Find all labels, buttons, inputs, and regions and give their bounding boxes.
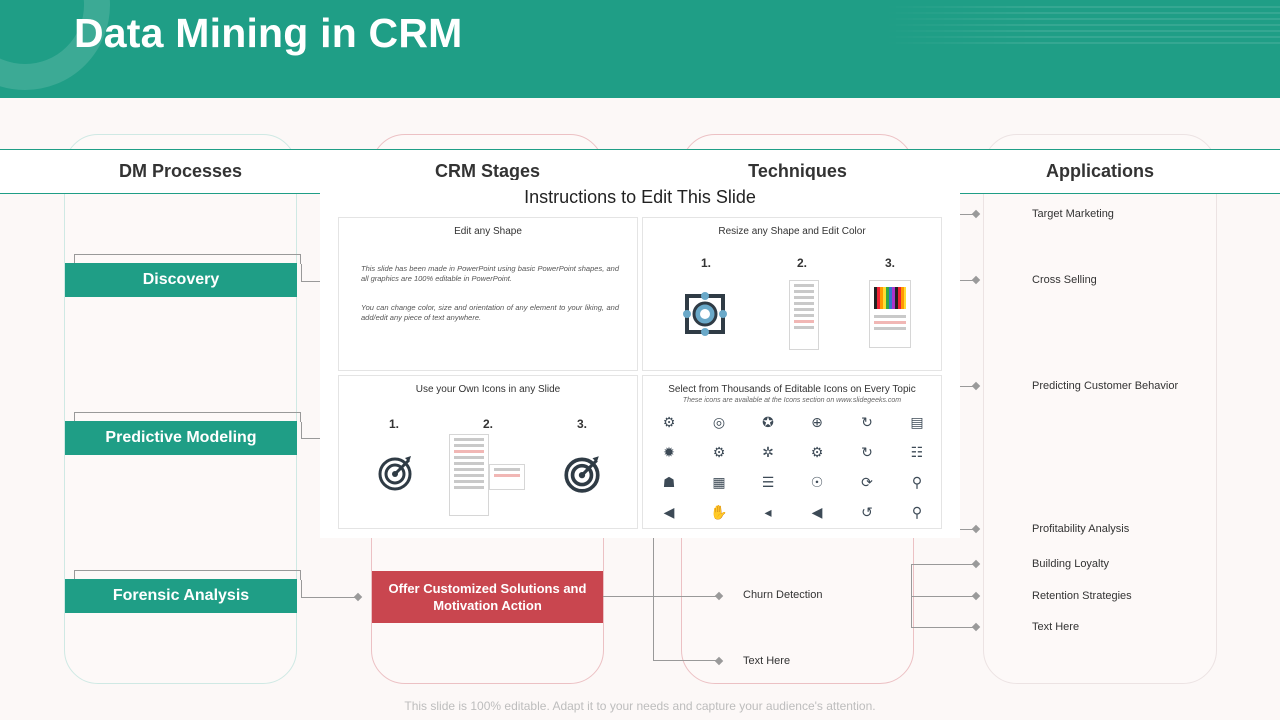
connector-diamond	[971, 381, 981, 391]
color-palette-thumbnail	[869, 280, 911, 348]
target-icon	[378, 456, 412, 491]
connector-line	[653, 660, 717, 661]
connector-line	[301, 281, 320, 282]
refresh-icon: ↻	[861, 414, 873, 430]
connector-line	[911, 596, 974, 597]
target-icon	[564, 456, 600, 493]
column-panel-applications	[983, 134, 1217, 684]
instruction-cell-title: Edit any Shape	[454, 226, 522, 237]
application-label-text-here: Text Here	[1032, 621, 1080, 633]
slide-title: Data Mining in CRM	[74, 10, 463, 56]
step-number: 3.	[577, 417, 588, 431]
step-number: 1.	[701, 256, 712, 270]
connector-line	[911, 627, 974, 628]
submenu-thumbnail	[489, 464, 525, 490]
connector-line	[911, 564, 974, 565]
process-box-forensic-analysis[interactable]: Forensic Analysis	[65, 579, 297, 613]
step-number: 2.	[483, 417, 494, 431]
search-icon: ⚲	[911, 474, 923, 490]
header-band: Data Mining in CRM	[0, 0, 1280, 98]
connector-line	[960, 214, 974, 215]
megaphone-icon: ◂	[764, 504, 772, 520]
technique-label-text-here: Text Here	[743, 655, 791, 667]
instruction-cell-subtitle: These icons are available at the Icons s…	[682, 397, 902, 404]
process-bracket	[74, 570, 301, 580]
connector-diamond	[971, 209, 981, 219]
announcement-icon: ◀	[811, 504, 823, 520]
instruction-cell-editable-icons: Select from Thousands of Editable Icons …	[642, 375, 942, 529]
instruction-cell-text: You can change color, size and orientati…	[361, 303, 619, 322]
connector-line	[960, 386, 974, 387]
process-bracket	[74, 412, 301, 422]
instruction-cell-title: Resize any Shape and Edit Color	[718, 226, 866, 237]
step-number: 3.	[885, 256, 896, 270]
overlay-title: Instructions to Edit This Slide	[524, 187, 756, 207]
instruction-cell-title: Select from Thousands of Editable Icons …	[668, 384, 916, 395]
header-stripes-decoration	[880, 6, 1280, 46]
connector-diamond	[971, 559, 981, 569]
instruction-cell-resize-shape: Resize any Shape and Edit Color 1. 2. 3.	[642, 217, 942, 371]
process-box-discovery[interactable]: Discovery	[65, 263, 297, 297]
people-icon: ☰	[761, 474, 775, 490]
gear-icon: ⚙	[662, 414, 676, 430]
instruction-cell-edit-shape: Edit any Shape This slide has been made …	[338, 217, 638, 371]
instruction-cell-text: This slide has been made in PowerPoint u…	[361, 264, 619, 283]
instruction-cell-own-icons: Use your Own Icons in any Slide 1. 2. 3.	[338, 375, 638, 529]
technique-label-churn-detection: Churn Detection	[743, 589, 823, 601]
cog-icon: ✲	[762, 444, 774, 460]
connector-diamond	[971, 275, 981, 285]
connector-line	[301, 264, 302, 282]
user-gear-icon: ☉	[810, 474, 824, 490]
connector-line	[301, 597, 357, 598]
connector-diamond	[353, 592, 363, 602]
target-icon: ◎	[712, 414, 726, 430]
application-label-cross-selling: Cross Selling	[1032, 274, 1097, 286]
megaphone-icon: ◀	[663, 504, 675, 520]
application-label-profitability-analysis: Profitability Analysis	[1032, 523, 1130, 535]
cycle-icon: ↺	[861, 504, 873, 520]
step-number: 2.	[797, 256, 808, 270]
shape-edit-icon	[683, 292, 727, 336]
connector-line	[301, 422, 302, 439]
process-box-predictive-modeling[interactable]: Predictive Modeling	[65, 421, 297, 455]
settings-icon: ⚙	[712, 444, 726, 460]
team-icon: ☗	[662, 474, 676, 490]
application-label-predicting-customer-behavior: Predicting Customer Behavior	[1032, 380, 1179, 392]
connector-diamond	[971, 591, 981, 601]
instructions-overlay: Instructions to Edit This Slide Edit any…	[320, 180, 960, 538]
workflow-icon: ▦	[712, 474, 726, 490]
context-menu-thumbnail	[449, 434, 489, 516]
column-heading-crm-stages: CRM Stages	[434, 161, 541, 181]
crm-stage-box[interactable]: Offer Customized Solutions and Motivatio…	[372, 571, 603, 623]
connector-diamond	[971, 622, 981, 632]
application-label-retention-strategies: Retention Strategies	[1032, 590, 1132, 602]
gears-icon: ⚙	[810, 444, 824, 460]
process-bracket	[74, 254, 301, 264]
context-menu-thumbnail	[789, 280, 819, 350]
connector-line	[960, 280, 974, 281]
checklist-icon: ☷	[910, 444, 924, 460]
connector-diamond	[971, 524, 981, 534]
slide-footer: This slide is 100% editable. Adapt it to…	[404, 699, 876, 713]
column-heading-applications: Applications	[1045, 161, 1154, 181]
crosshair-icon: ⊕	[811, 414, 823, 430]
connector-line	[603, 596, 717, 597]
column-heading-dm-processes: DM Processes	[118, 161, 243, 181]
sync-icon: ⟳	[861, 474, 873, 490]
step-number: 1.	[389, 417, 400, 431]
badge-icon: ✪	[762, 414, 774, 430]
connector-line	[653, 538, 654, 661]
refresh-icon: ↻	[861, 444, 873, 460]
document-icon: ▤	[910, 414, 924, 430]
column-heading-techniques: Techniques	[748, 161, 847, 181]
connector-line	[301, 438, 320, 439]
instruction-cell-title: Use your Own Icons in any Slide	[415, 384, 561, 395]
search-settings-icon: ⚲	[911, 504, 923, 520]
handshake-icon: ✋	[710, 504, 728, 520]
application-label-building-loyalty: Building Loyalty	[1032, 558, 1110, 570]
connector-line	[960, 529, 974, 530]
connector-line	[301, 580, 302, 597]
gear-icon: ✹	[663, 444, 675, 460]
application-label-target-marketing: Target Marketing	[1032, 208, 1114, 220]
